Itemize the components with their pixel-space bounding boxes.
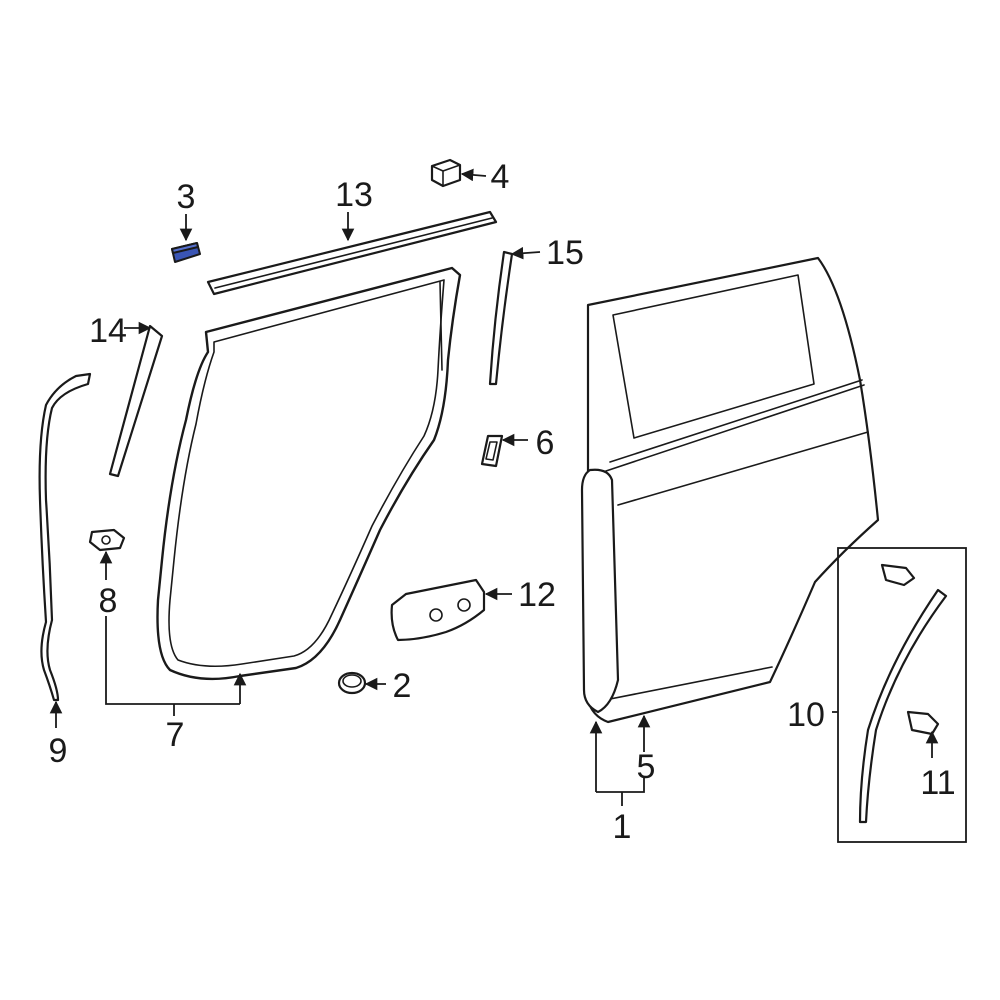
plug[interactable] [337, 671, 367, 695]
clip-10-top[interactable] [880, 563, 916, 587]
callout-1: 1 [613, 808, 632, 846]
callout-6: 6 [536, 424, 555, 462]
garnish-strip[interactable] [108, 324, 164, 478]
callout-5: 5 [637, 748, 656, 786]
part-10-box [837, 547, 967, 843]
callout-3: 3 [177, 178, 196, 216]
callout-12: 12 [518, 576, 556, 614]
grommet[interactable] [480, 434, 504, 468]
callout-7: 7 [166, 716, 185, 754]
cable[interactable] [38, 372, 92, 702]
run-channel[interactable] [488, 250, 514, 386]
callout-9: 9 [49, 732, 68, 770]
leader-lines [49, 168, 939, 806]
callout-labels: 3 13 4 15 14 6 12 2 8 7 9 5 1 10 11 [49, 158, 956, 846]
belt-molding[interactable] [206, 210, 498, 296]
callout-10: 10 [787, 696, 825, 734]
callout-14: 14 [89, 312, 127, 350]
callout-8: 8 [99, 582, 118, 620]
callout-13: 13 [335, 176, 373, 214]
clip-11[interactable] [906, 710, 940, 736]
callout-2: 2 [393, 667, 412, 705]
clip-8[interactable] [88, 528, 126, 552]
callout-11: 11 [920, 764, 955, 802]
cap-part[interactable] [430, 158, 462, 188]
door-panel[interactable] [580, 256, 880, 724]
highlighted-clip[interactable] [171, 242, 201, 263]
callout-4: 4 [491, 158, 510, 196]
bracket[interactable] [390, 578, 486, 642]
callout-15: 15 [546, 234, 584, 272]
door-weatherstrip[interactable] [156, 266, 462, 681]
weatherstrip-10[interactable] [858, 588, 948, 824]
